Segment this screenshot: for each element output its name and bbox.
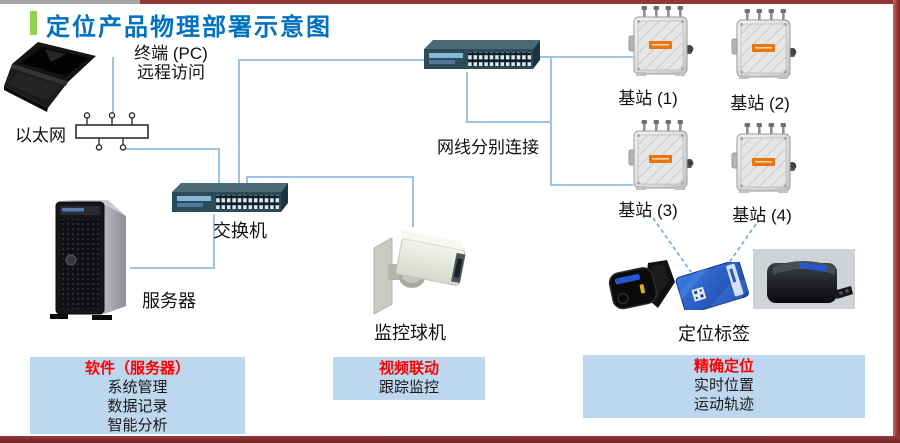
- video-callout-line: 跟踪监控: [378, 379, 439, 396]
- cable-to-basestation3: [550, 184, 633, 186]
- cable-topswitch-trunk-h: [466, 121, 552, 123]
- terminal-label-line2: 远程访问: [137, 63, 205, 82]
- software-callout-line: 数据记录: [107, 398, 168, 415]
- software-callout-line: 智能分析: [107, 417, 168, 434]
- top-switch-icon: [424, 40, 540, 72]
- title-accent-bar: [30, 11, 37, 35]
- main-switch-icon: [172, 183, 288, 215]
- cable-ethernet-switch-h: [123, 148, 219, 150]
- wireless-link-bs4-tag: [723, 223, 757, 271]
- server-icon: [46, 192, 138, 322]
- locating-callout-line: 实时位置: [693, 377, 754, 394]
- video-callout-title: 视频联动: [378, 360, 439, 377]
- basestation4-label: 基站 (4): [732, 206, 792, 225]
- top-bar-gray-segment: [0, 0, 140, 4]
- top-bar-red-segment: [140, 0, 893, 4]
- box-tag-icon: [753, 249, 855, 309]
- basestation3-icon: [628, 120, 694, 194]
- cable-ethernet-switch-v: [218, 148, 220, 186]
- cable-server-switch-v: [213, 214, 215, 269]
- cable-switch-camera-h: [246, 176, 414, 178]
- locating-callout-title: 精确定位: [693, 358, 754, 375]
- camera-icon: [372, 222, 470, 320]
- switch-label: 交换机: [213, 221, 267, 241]
- basestation2-icon: [731, 9, 797, 83]
- cable-switch-topswitch-h: [238, 59, 426, 61]
- right-border-bar: [893, 0, 900, 443]
- cabling-note-label: 网线分别连接: [437, 138, 539, 157]
- locating-callout-line: 运动轨迹: [693, 396, 754, 413]
- server-label: 服务器: [142, 291, 196, 311]
- locating-callout: 精确定位 实时位置 运动轨迹: [583, 355, 865, 418]
- cable-switch-topswitch-v: [238, 59, 240, 189]
- cable-topswitch-down: [466, 72, 468, 122]
- cable-server-switch-h: [130, 267, 215, 269]
- cable-switch-camera-stub: [246, 176, 248, 186]
- cable-trunk-vertical: [550, 56, 552, 186]
- cable-laptop-ethernet: [112, 57, 114, 115]
- software-callout: 软件（服务器） 系统管理 数据记录 智能分析: [30, 357, 245, 434]
- bottom-border-bar: [0, 436, 900, 443]
- tags-label: 定位标签: [678, 324, 750, 344]
- software-callout-line: 系统管理: [107, 379, 168, 396]
- ethernet-bus-icon: [74, 110, 152, 152]
- basestation4-icon: [731, 123, 797, 197]
- basestation1-label: 基站 (1): [618, 89, 678, 108]
- cable-to-basestation1: [539, 56, 633, 58]
- software-callout-title: 软件（服务器）: [84, 360, 190, 377]
- wristband-tag-icon: [606, 260, 676, 312]
- page-title: 定位产品物理部署示意图: [46, 14, 332, 41]
- ethernet-label: 以太网: [15, 126, 66, 145]
- cable-switch-camera-v: [412, 176, 414, 227]
- basestation3-label: 基站 (3): [618, 201, 678, 220]
- video-callout: 视频联动 跟踪监控: [333, 357, 485, 400]
- basestation1-icon: [628, 6, 694, 80]
- camera-label: 监控球机: [374, 323, 446, 343]
- terminal-label-line1: 终端 (PC): [134, 44, 208, 63]
- terminal-label: 终端 (PC) 远程访问: [116, 44, 226, 82]
- card-tag-icon: [674, 262, 750, 310]
- basestation2-label: 基站 (2): [730, 94, 790, 113]
- laptop-icon: [4, 42, 110, 114]
